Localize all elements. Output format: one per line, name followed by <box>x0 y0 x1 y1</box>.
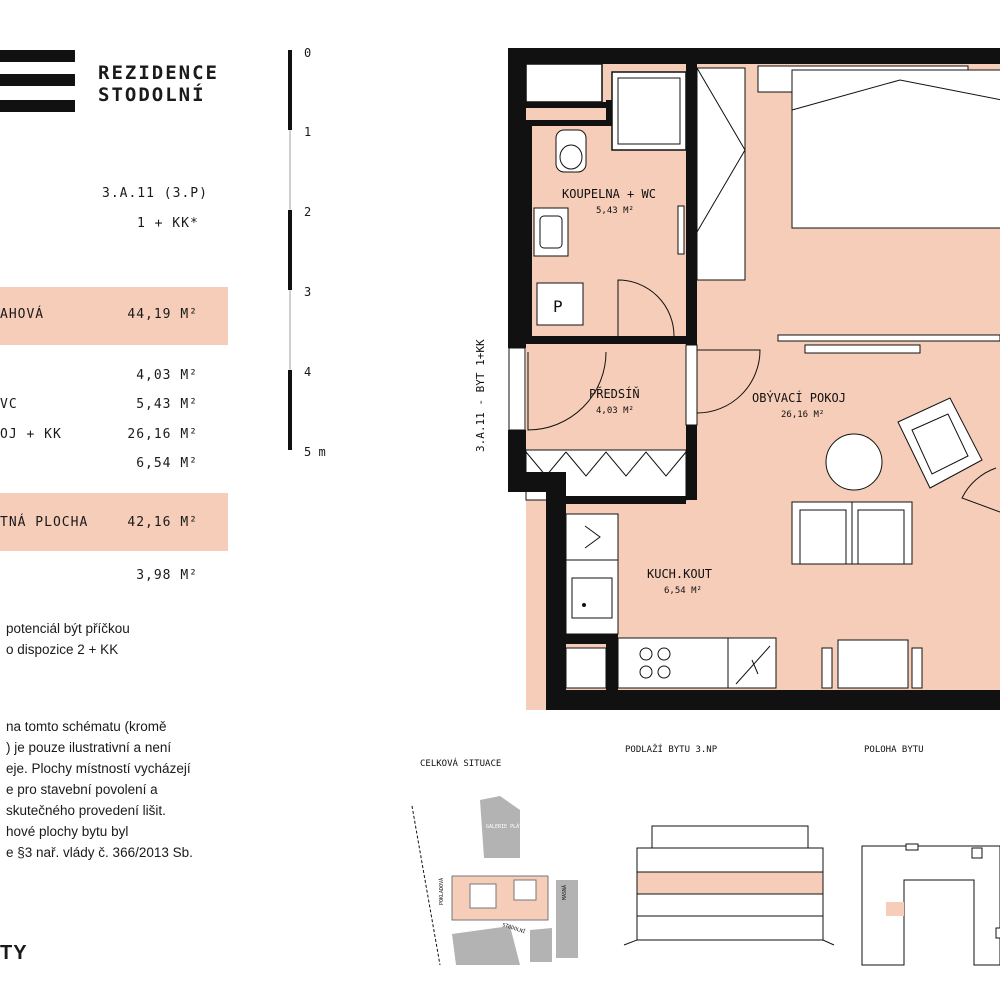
room-area: 6,54 M² <box>664 586 702 596</box>
room-area: 4,03 M² <box>596 406 634 416</box>
position-plan <box>861 843 1000 966</box>
situation-title: CELKOVÁ SITUACE <box>420 757 501 769</box>
area-row: 4,03 M² <box>0 368 228 388</box>
brand-name: REZIDENCE STODOLNÍ <box>98 62 219 106</box>
scale-end-label: 5 m <box>304 445 326 459</box>
floor-area-value: 42,16 M² <box>127 515 198 530</box>
scale-tick: 4 <box>304 365 312 379</box>
unit-code: 3.A.11 (3.P) <box>102 186 208 201</box>
disclaimer-note: na tomto schématu (kromě ) je pouze ilus… <box>6 719 193 860</box>
floor-area-row: TNÁ PLOCHA 42,16 M² <box>0 493 228 551</box>
room-name: KOUPELNA + WC <box>562 187 656 201</box>
total-area-label: AHOVÁ <box>0 307 45 322</box>
area-value: 5,43 M² <box>136 397 198 412</box>
area-row: VC 5,43 M² <box>0 397 228 417</box>
area-value: 26,16 M² <box>127 427 198 442</box>
area-row: 6,54 M² <box>0 456 228 476</box>
situation-map: GALERIE PLÁTO POKLADOVÁ STODOLNÍ MASNÁ <box>411 796 578 966</box>
street-label: MASNÁ <box>561 885 568 900</box>
room-name: OBÝVACÍ POKOJ <box>752 390 846 405</box>
area-label: OJ + KK <box>0 427 62 442</box>
scale-tick: 0 <box>304 46 312 60</box>
partition-note: potenciál být příčkou o dispozice 2 + KK <box>6 621 130 657</box>
room-name: PŘEDSÍŇ <box>589 386 640 401</box>
area-value: 6,54 M² <box>136 456 198 471</box>
brand-line-1: REZIDENCE <box>98 62 219 84</box>
unit-layout: 1 + KK* <box>137 216 199 231</box>
floor-area-label: TNÁ PLOCHA <box>0 515 89 530</box>
scale-tick: 1 <box>304 125 312 139</box>
scale-tick: 2 <box>304 205 312 219</box>
doors <box>508 279 1000 513</box>
walls <box>508 48 1000 710</box>
area-label: VC <box>0 397 18 412</box>
scale-tick: 3 <box>304 285 312 299</box>
footer-logo: TY <box>0 942 28 964</box>
brand-logo <box>0 50 75 114</box>
street-label: POKLADOVÁ <box>438 878 445 905</box>
bath-symbol: P <box>553 297 563 316</box>
room-name: KUCH.KOUT <box>647 567 712 581</box>
position-title: POLOHA BYTU <box>864 745 924 755</box>
brand-line-2: STODOLNÍ <box>98 84 206 106</box>
unit-side-label: 3.A.11 - BYT 1+KK <box>474 339 487 452</box>
area-row: OJ + KK 26,16 M² <box>0 427 228 447</box>
floor-title: PODLAŽÍ BYTU 3.NP <box>625 743 718 755</box>
room-area: 26,16 M² <box>781 410 824 420</box>
total-area-row: AHOVÁ 44,19 M² <box>0 287 228 345</box>
floor-stack <box>623 825 835 946</box>
area-value: 4,03 M² <box>136 368 198 383</box>
extra-area-row: 3,98 M² <box>0 568 228 588</box>
extra-area-value: 3,98 M² <box>136 568 198 583</box>
room-area: 5,43 M² <box>596 206 634 216</box>
street-label: GALERIE PLÁTO <box>486 823 525 830</box>
total-area-value: 44,19 M² <box>127 307 198 322</box>
